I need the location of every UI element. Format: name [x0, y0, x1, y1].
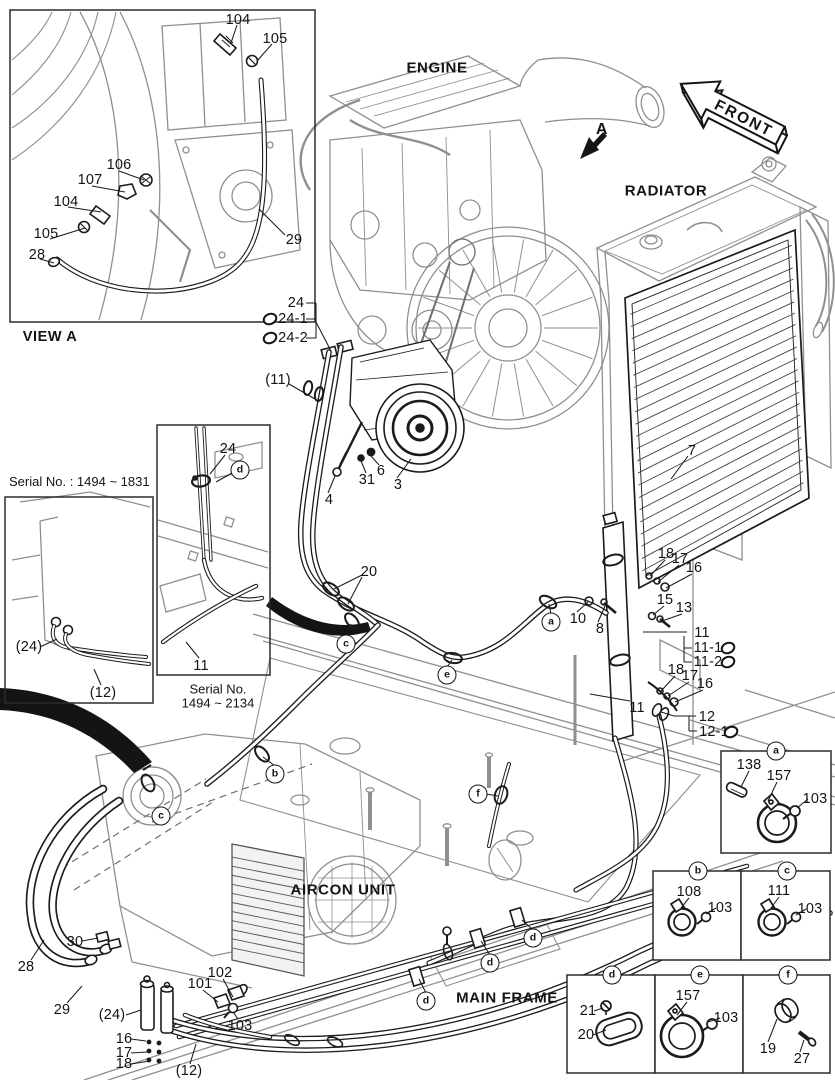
part-callout-28: 28 [28, 246, 46, 263]
part-callout-3: 3 [393, 476, 403, 493]
part-callout-24: 24 [219, 440, 237, 457]
view-direction-letter: A [595, 121, 609, 138]
part-callout-102: 102 [207, 964, 233, 981]
part-callout-11-2: 11-2 [693, 653, 723, 670]
part-callout-107: 107 [77, 171, 103, 188]
position-marker-d: d [480, 953, 500, 973]
part-callout-27: 27 [793, 1050, 811, 1067]
part-callout-104: 104 [53, 193, 79, 210]
part-callout-11-1: 11-1 [693, 639, 723, 656]
part-callout-105: 105 [262, 30, 288, 47]
part-callout-16: 16 [685, 559, 703, 576]
part-callout-29: 29 [53, 1001, 71, 1018]
position-marker-b: b [688, 861, 708, 881]
part-callout-103: 103 [797, 900, 823, 917]
main-frame-label: MAIN FRAME [456, 989, 558, 1007]
part-callout-157: 157 [675, 987, 701, 1004]
part-callout-111: 111 [767, 882, 791, 899]
position-marker-e: e [690, 965, 710, 985]
part-callout-31: 31 [358, 471, 376, 488]
part-callout-24-2: 24-2 [278, 329, 308, 346]
front-direction-arrow: FRONT [679, 80, 789, 155]
position-marker-c: c [151, 806, 171, 826]
part-callout-4: 4 [324, 491, 334, 508]
radiator-label: RADIATOR [624, 182, 708, 200]
part-callout-105: 105 [33, 225, 59, 242]
part-callout-(24): (24) [98, 1006, 126, 1023]
part-callout-12: 12 [698, 708, 716, 725]
part-callout-18: 18 [667, 661, 685, 678]
part-callout-17: 17 [115, 1044, 133, 1061]
position-marker-a: a [766, 741, 786, 761]
part-callout-11: 11 [694, 624, 710, 641]
part-callout-24-1: 24-1 [278, 310, 308, 327]
engine-label: ENGINE [406, 59, 468, 77]
part-callout-12-1: 12-1 [699, 723, 729, 740]
position-marker-b: b [265, 764, 285, 784]
part-callout-29: 29 [285, 231, 303, 248]
part-callout-157: 157 [766, 767, 792, 784]
part-callout-20: 20 [577, 1026, 595, 1043]
part-callout-(24): (24) [15, 638, 43, 655]
part-callout-(12): (12) [175, 1062, 203, 1079]
part-callout-20: 20 [360, 563, 378, 580]
black-cutaway-swooshes [0, 132, 608, 773]
part-callout-108: 108 [676, 883, 702, 900]
part-callout-24: 24 [287, 294, 305, 311]
part-callout-17: 17 [671, 550, 689, 567]
position-marker-a: a [541, 612, 561, 632]
position-marker-c: c [336, 634, 356, 654]
part-callout-11: 11 [629, 699, 645, 716]
part-callout-21: 21 [579, 1002, 597, 1019]
position-marker-d: d [523, 928, 543, 948]
part-callout-28: 28 [17, 958, 35, 975]
part-callout-10: 10 [569, 610, 587, 627]
part-callout-(12): (12) [89, 684, 117, 701]
detail-box-parts [595, 781, 817, 1059]
part-callout-7: 7 [687, 442, 697, 459]
part-callout-18: 18 [115, 1055, 133, 1072]
part-callout-138: 138 [736, 756, 762, 773]
position-marker-d: d [230, 460, 250, 480]
part-callout-30: 30 [66, 933, 84, 950]
part-callout-101: 101 [187, 975, 213, 992]
position-marker-d: d [602, 965, 622, 985]
serial-range-1-title: Serial No. : 1494 ~ 1831 [9, 474, 150, 489]
part-callout-103: 103 [713, 1009, 739, 1026]
serial-range-2-line2: 1494 ~ 2134 [181, 695, 255, 711]
part-callout-103: 103 [802, 790, 828, 807]
position-marker-d: d [416, 991, 436, 1011]
position-marker-e: e [437, 665, 457, 685]
part-callout-104: 104 [225, 11, 251, 28]
part-callout-18: 18 [657, 545, 675, 562]
part-callout-8: 8 [595, 620, 605, 637]
part-callout-16: 16 [115, 1030, 133, 1047]
aircon-unit-label: AIRCON UNIT [290, 881, 396, 899]
part-callout-16: 16 [696, 675, 714, 692]
part-callout-17: 17 [681, 667, 699, 684]
part-callout-15: 15 [656, 591, 674, 608]
part-callout-13: 13 [675, 599, 693, 616]
position-marker-f: f [468, 784, 488, 804]
part-callout-11: 11 [193, 657, 209, 674]
view-a-caption: VIEW A [22, 329, 78, 345]
part-callout-19: 19 [759, 1040, 777, 1057]
serial-range-2-line1: Serial No. [189, 681, 247, 697]
leader-lines [30, 24, 809, 1065]
part-callout-103: 103 [227, 1017, 253, 1034]
position-marker-c: c [777, 861, 797, 881]
machinery-linework [11, 11, 835, 1080]
part-callout-6: 6 [376, 462, 386, 479]
part-callout-106: 106 [106, 156, 132, 173]
part-callout-103: 103 [707, 899, 733, 916]
part-callout-(11): (11) [265, 371, 291, 388]
position-marker-f: f [778, 965, 798, 985]
